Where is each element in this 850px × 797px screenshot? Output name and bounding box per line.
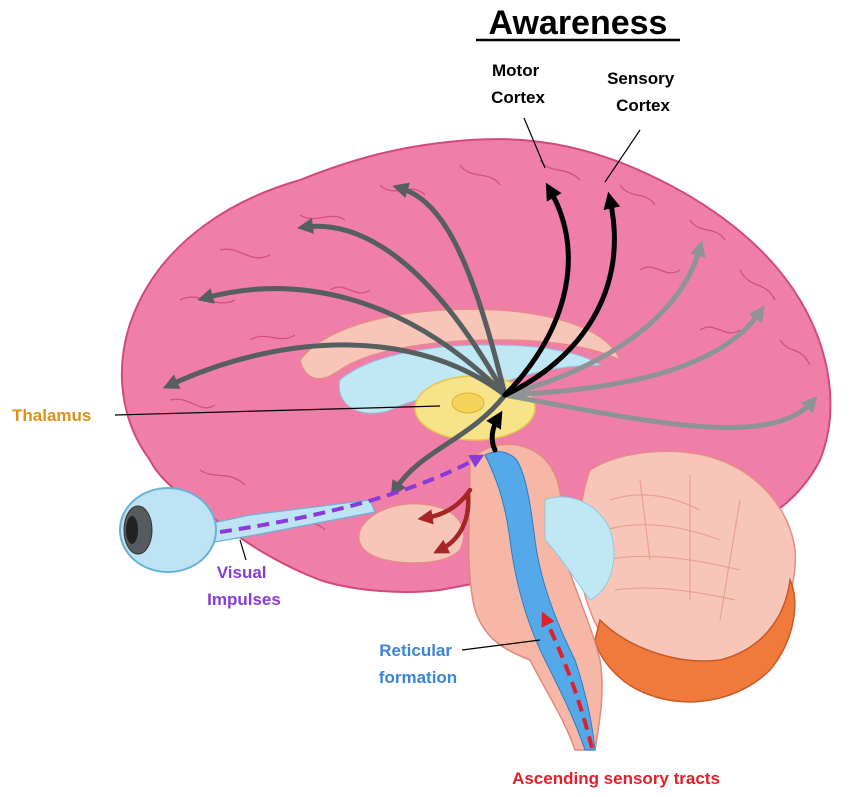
leader-lines [114, 117, 641, 651]
sensory-cortex-label: Sensory Cortex [607, 69, 679, 115]
diagram-title: Awareness [489, 4, 668, 42]
hypothalamic-arrows [417, 487, 473, 554]
cortex-gyri [169, 159, 811, 531]
motor-cortex-label: Motor Cortex [491, 61, 545, 107]
thalamic-projections-dark [162, 182, 508, 497]
corpus-callosum [299, 308, 622, 380]
cerebellum-folia [604, 475, 741, 621]
cerebellum-cortex-orange [594, 577, 796, 703]
thalamus-label: Thalamus [12, 406, 91, 425]
thalamic-projections-black [486, 182, 621, 453]
fourth-ventricle [544, 496, 615, 601]
thalamic-projections-gray [502, 240, 818, 430]
ascending-tracts-label: Ascending sensory tracts [512, 769, 720, 788]
visual-impulses-label: Visual Impulses [207, 563, 281, 609]
reticular-formation-label: Reticular formation [379, 641, 457, 687]
visual-pathway-arrow [219, 454, 485, 534]
thalamus-nucleus [451, 392, 485, 414]
ascending-tract-arrow [541, 611, 594, 749]
